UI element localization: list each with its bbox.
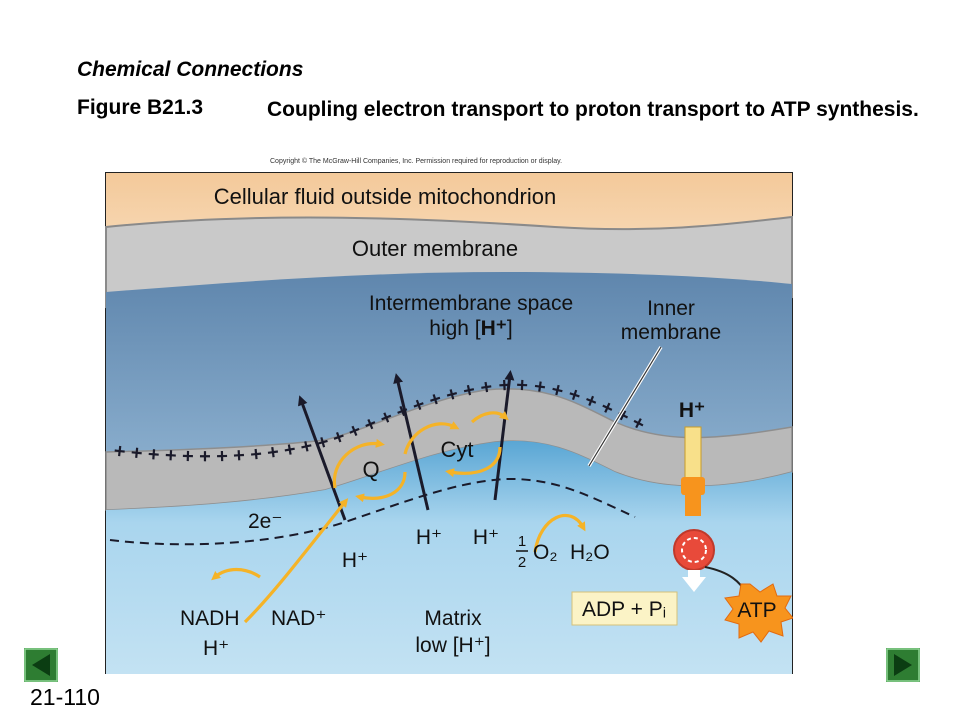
cellular-fluid-label: Cellular fluid outside mitochondrion (214, 184, 556, 209)
figure-caption: Coupling electron transport to proton tr… (267, 98, 919, 121)
matrix-label-line1: Matrix (424, 607, 482, 630)
intermembrane-label-line2: high [H⁺] (429, 317, 512, 340)
svg-text:1: 1 (518, 533, 526, 550)
h-plus-label-1: H⁺ (342, 549, 368, 572)
atp-synthase: H⁺ (673, 399, 715, 592)
atp-burst (724, 583, 793, 643)
atp-synthase-rotor (673, 529, 715, 571)
proton-arrow-3 (493, 370, 515, 501)
h-plus-label-2: H⁺ (416, 526, 442, 549)
figure-number: Figure B21.3 (77, 96, 204, 119)
h2o-label: H₂O (570, 541, 610, 564)
cyt-label: Cyt (441, 437, 474, 462)
previous-slide-button[interactable] (24, 648, 58, 682)
matrix-label-line2: low [H⁺] (415, 634, 490, 657)
intermembrane-label-line1: Intermembrane space (369, 292, 573, 315)
q-label: Q (362, 457, 379, 482)
atp-label: ATP (737, 599, 776, 622)
mitochondrion-diagram: + + + + + + + + + + + + + + + + + + + + … (105, 172, 793, 674)
proton-arrow-1 (298, 395, 347, 521)
svg-text:O₂: O₂ (533, 541, 558, 564)
proton-arrow-2 (393, 373, 430, 511)
electrons-label: 2e⁻ (248, 510, 282, 533)
slide-number: 21-110 (30, 684, 100, 710)
membrane-charge-minus (109, 477, 636, 546)
nadh-label: NADH (180, 607, 240, 630)
next-slide-button[interactable] (886, 648, 920, 682)
next-slide-icon (886, 648, 920, 682)
electron-flow-arrows (211, 410, 586, 624)
atp-synthase-h-plus-label: H⁺ (679, 399, 705, 422)
inner-membrane-label-line2: membrane (621, 321, 721, 344)
inner-membrane-label-line1: Inner (647, 297, 695, 320)
previous-slide-icon (24, 648, 58, 682)
nadh-h-plus-label: H⁺ (203, 637, 229, 660)
outer-membrane-label: Outer membrane (352, 236, 518, 261)
half-o2-label: 1 2 O₂ (516, 533, 558, 571)
h-plus-label-3: H⁺ (473, 526, 499, 549)
adp-pi-box (571, 591, 678, 626)
adp-pi-label: ADP + Pᵢ (582, 598, 666, 621)
svg-text:2: 2 (518, 554, 526, 571)
nad-plus-label: NAD⁺ (271, 607, 326, 630)
section-title: Chemical Connections (77, 58, 304, 81)
copyright-notice: Copyright © The McGraw-Hill Companies, I… (270, 158, 563, 165)
